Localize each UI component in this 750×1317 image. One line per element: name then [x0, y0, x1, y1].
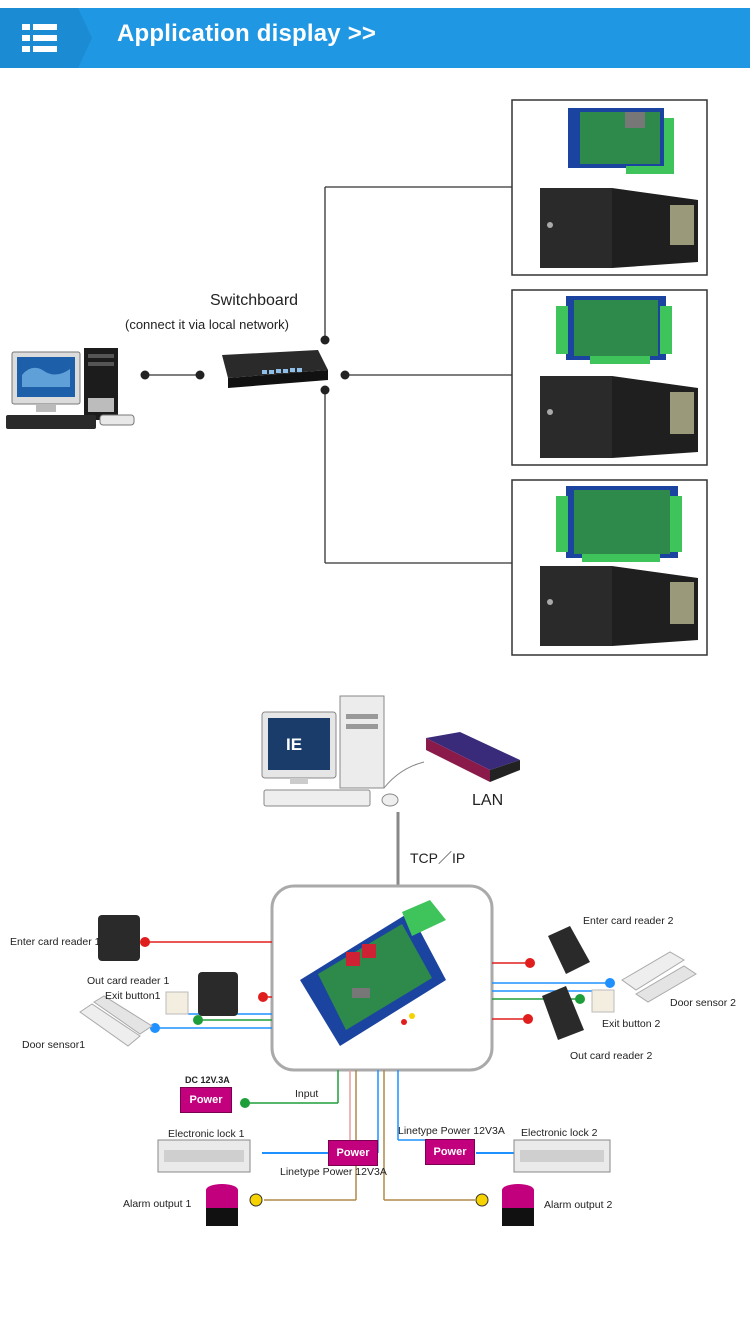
lock-1-label: Electronic lock 1: [168, 1128, 245, 1140]
dc-power-label: DC 12V.3A: [185, 1075, 230, 1085]
exit-button-1-label: Exit button1: [105, 990, 161, 1002]
controller-unit-3: [511, 479, 708, 656]
input-label: Input: [295, 1088, 319, 1100]
door-sensor-1-label: Door sensor1: [22, 1039, 86, 1051]
linetype-power-left-label: Linetype Power 12V3A: [280, 1166, 387, 1178]
linetype-power-right-label: Linetype Power 12V3A: [398, 1125, 505, 1137]
enter-reader-1-label: Enter card reader 1: [10, 936, 101, 948]
list-icon: [22, 24, 57, 52]
switchboard-title: Switchboard: [210, 292, 299, 309]
power-box-lock-2: Power: [425, 1139, 475, 1165]
exit-button-icon: [165, 991, 189, 1015]
lan-label: LAN: [472, 792, 504, 809]
enter-reader-2-label: Enter card reader 2: [583, 915, 674, 927]
card-reader-icon: [198, 972, 238, 1016]
controller-unit-1: [511, 99, 708, 276]
power-box-input: Power: [180, 1087, 232, 1113]
controller-board-icon: [300, 900, 446, 1046]
section-header: Application display >>: [0, 8, 750, 68]
power-box-lock-1: Power: [328, 1140, 378, 1166]
electronic-lock-icon: [157, 1139, 251, 1173]
card-reader-icon: [548, 926, 590, 974]
exit-button-icon: [591, 989, 615, 1013]
switchboard-subtitle: (connect it via local network): [125, 317, 290, 332]
door-sensor-2-label: Door sensor 2: [670, 997, 736, 1009]
lock-2-label: Electronic lock 2: [521, 1127, 598, 1139]
ie-screen-text: IE: [286, 735, 303, 754]
controller-unit-2: [511, 289, 708, 466]
exit-button-2-label: Exit button 2: [602, 1018, 661, 1030]
header-arrow: [78, 8, 92, 68]
page-title: Application display >>: [117, 20, 377, 47]
switch-icon: [222, 350, 328, 388]
door-sensor-icon: [621, 951, 685, 991]
door-sensor-icon: [79, 1003, 141, 1047]
tcpip-label: TCP／IP: [410, 850, 466, 866]
out-reader-2-label: Out card reader 2: [570, 1050, 653, 1062]
electronic-lock-icon: [513, 1139, 611, 1173]
header-tab: [0, 8, 78, 68]
lan-device-icon: [426, 732, 520, 782]
alarm-siren-icon: [502, 1184, 534, 1226]
alarm-siren-icon: [206, 1184, 238, 1226]
network-diagram: [6, 99, 708, 656]
alarm-1-label: Alarm output 1: [123, 1198, 192, 1210]
out-reader-1-label: Out card reader 1: [87, 975, 170, 987]
alarm-2-label: Alarm output 2: [544, 1199, 613, 1211]
card-reader-icon: [542, 986, 584, 1040]
card-reader-icon: [98, 915, 140, 961]
computer-icon: [6, 348, 135, 429]
